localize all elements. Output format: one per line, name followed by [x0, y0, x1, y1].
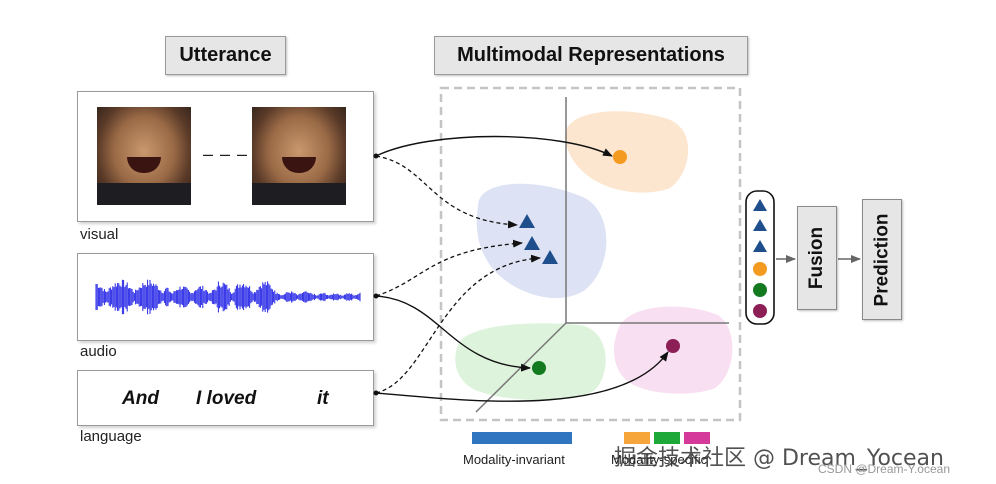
triangle-visual	[519, 214, 535, 228]
representations-header: Multimodal Representations	[434, 36, 748, 75]
audio-label: audio	[80, 343, 117, 360]
arrow-audio-invariant	[375, 239, 523, 297]
blue-region	[476, 183, 607, 299]
fusion-label: Fusion	[806, 226, 827, 290]
legend-invariant-label: Modality-invariant	[463, 452, 565, 467]
orange-region	[564, 111, 689, 193]
face-frame-first	[97, 107, 191, 205]
fusion-box: Fusion	[797, 206, 837, 310]
pink-region	[614, 306, 733, 394]
orange-dot	[613, 150, 627, 164]
triangle-audio	[524, 236, 540, 250]
legend-invariant-bar	[472, 432, 572, 444]
arrow-visual-specific	[375, 135, 613, 157]
frame-separator: – – –	[203, 144, 249, 164]
utterance-header: Utterance	[165, 36, 286, 75]
language-label: language	[80, 428, 142, 445]
audio-waveform	[95, 279, 361, 315]
purple-dot	[666, 339, 680, 353]
watermark-small: CSDN @Dream-Y.ocean	[818, 462, 951, 476]
prediction-label: Prediction	[871, 213, 892, 306]
arrow-audio-specific	[375, 295, 531, 372]
visual-label: visual	[80, 226, 119, 243]
watermark-main: 掘金技术社区 @ Dream_Yocean	[614, 446, 944, 471]
word-it: it	[317, 388, 329, 409]
green-dot	[532, 361, 546, 375]
prediction-box: Prediction	[862, 199, 902, 320]
face-frame-last	[252, 107, 346, 205]
representation-stack	[745, 190, 775, 325]
language-panel: And I loved it	[77, 370, 374, 426]
word-and: And	[122, 388, 159, 409]
arrow-language-specific	[375, 351, 669, 402]
audio-panel	[77, 253, 374, 341]
word-i-loved: I loved	[196, 388, 257, 409]
axis-diagonal	[475, 322, 567, 413]
representation-space-border	[439, 86, 742, 422]
green-region	[455, 323, 606, 401]
legend-specific-label: Modality-specific	[611, 452, 708, 467]
triangle-language	[542, 250, 558, 264]
visual-panel: – – –	[77, 91, 374, 222]
arrow-visual-invariant	[375, 155, 518, 229]
arrow-language-invariant	[375, 254, 541, 394]
